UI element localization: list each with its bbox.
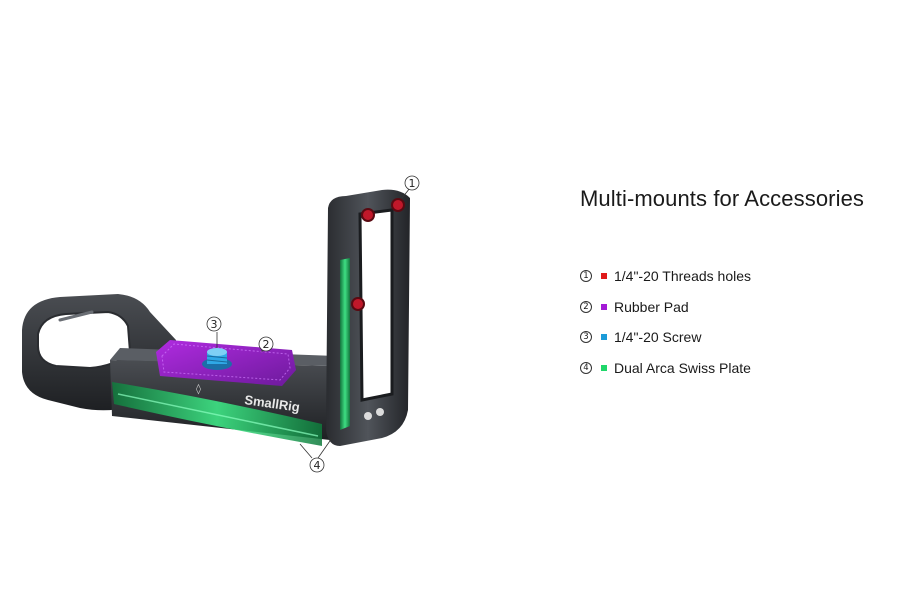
svg-text:2: 2 bbox=[263, 338, 270, 351]
feature-item-screw: 3 1/4"-20 Screw bbox=[580, 327, 890, 347]
feature-label: 1/4"-20 Screw bbox=[614, 329, 702, 345]
callout-1: 1 bbox=[404, 175, 420, 191]
feature-label: Rubber Pad bbox=[614, 298, 689, 315]
feature-list: 1 1/4"-20 Threads holes 2 Rubber Pad 3 1… bbox=[580, 266, 890, 378]
svg-text:4: 4 bbox=[314, 459, 321, 472]
feature-label: Dual Arca Swiss Plate bbox=[614, 359, 751, 376]
number-badge: 3 bbox=[580, 331, 592, 343]
callout-2: 2 bbox=[258, 336, 274, 352]
svg-text:1: 1 bbox=[409, 177, 416, 190]
diamond-mark: ◊ bbox=[196, 383, 201, 395]
number-badge: 1 bbox=[580, 270, 592, 282]
feature-panel: Multi-mounts for Accessories 1 1/4"-20 T… bbox=[580, 186, 890, 388]
arca-rail-green bbox=[112, 382, 322, 446]
feature-item-arca-plate: 4 Dual Arca Swiss Plate bbox=[580, 358, 890, 378]
callout-3: 3 bbox=[206, 316, 222, 332]
feature-item-rubber-pad: 2 Rubber Pad bbox=[580, 297, 890, 317]
red-swatch-icon bbox=[601, 273, 607, 279]
vertical-plate bbox=[326, 189, 410, 446]
svg-text:3: 3 bbox=[211, 318, 218, 331]
blue-swatch-icon bbox=[601, 334, 607, 340]
thread-hole-top-left bbox=[361, 208, 375, 222]
number-badge: 2 bbox=[580, 300, 592, 313]
feature-item-threads: 1 1/4"-20 Threads holes bbox=[580, 266, 890, 286]
thread-hole-top-right bbox=[391, 198, 405, 212]
l-bracket-product-image: SmallRig ◊ 1 2 3 4 bbox=[22, 175, 420, 473]
number-badge: 4 bbox=[580, 361, 592, 374]
panel-title: Multi-mounts for Accessories bbox=[580, 186, 864, 211]
feature-label: 1/4"-20 Threads holes bbox=[614, 268, 752, 284]
quarter-inch-screw bbox=[202, 348, 232, 370]
callout-4: 4 bbox=[309, 457, 325, 473]
green-swatch-icon bbox=[601, 364, 607, 371]
callout-lines bbox=[216, 187, 411, 459]
thread-hole-side bbox=[351, 297, 365, 311]
vertical-arca-rail-green bbox=[340, 258, 350, 430]
purple-swatch-icon bbox=[601, 303, 607, 310]
